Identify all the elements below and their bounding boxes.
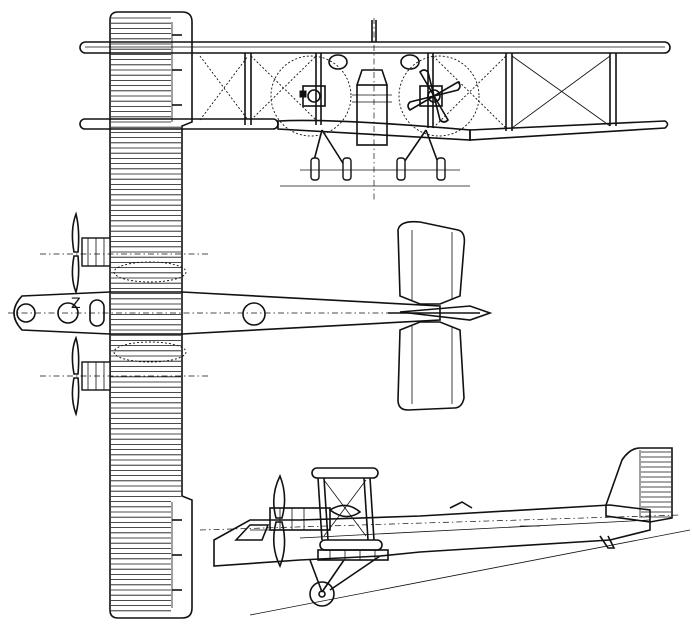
plan-tailplane <box>388 220 493 411</box>
front-fuselage <box>352 20 392 146</box>
plan-fuselage: Z <box>13 291 441 335</box>
plan-view: Z <box>8 11 493 619</box>
fuselage-marking: Z <box>71 296 81 312</box>
front-struts <box>244 53 617 131</box>
side-fin <box>599 447 673 549</box>
front-view <box>79 18 671 200</box>
side-view <box>199 447 691 616</box>
side-wings <box>311 467 383 551</box>
front-bracing <box>199 55 611 129</box>
front-lower-wing <box>79 118 669 141</box>
front-undercarriage <box>300 129 460 181</box>
side-engine <box>269 474 389 568</box>
front-upper-wing <box>79 41 671 54</box>
plan-engines <box>40 211 210 417</box>
side-undercarriage <box>309 555 381 607</box>
front-engines <box>299 54 461 123</box>
side-fuselage <box>199 504 681 567</box>
plan-wing <box>109 11 193 619</box>
